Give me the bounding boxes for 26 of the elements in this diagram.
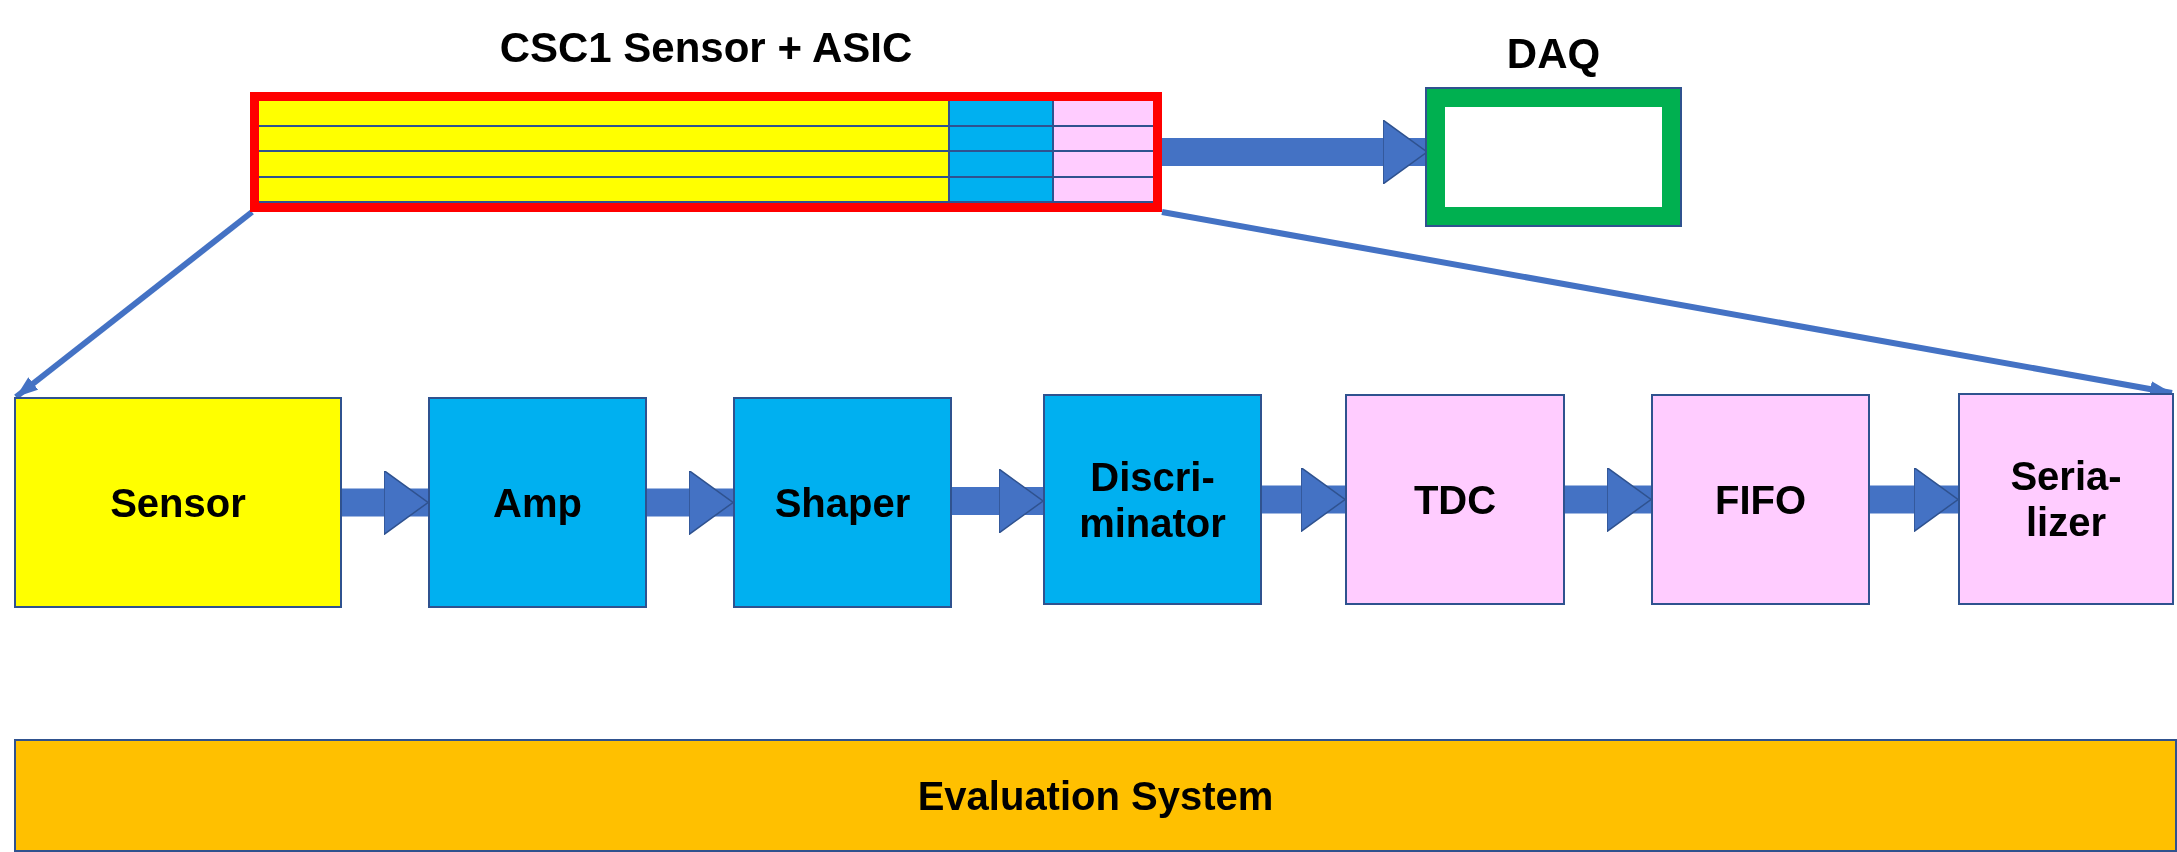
sensor-block bbox=[14, 397, 342, 608]
block-label: Shaper bbox=[773, 479, 912, 526]
block-label: Evaluation System bbox=[916, 772, 1275, 819]
block-arrow bbox=[952, 468, 1044, 534]
block-label: Seria- lizer bbox=[2009, 453, 2123, 545]
block-arrow bbox=[342, 469, 429, 536]
block-arrow bbox=[1870, 466, 1959, 533]
process-block bbox=[428, 397, 647, 608]
block-arrow bbox=[647, 469, 734, 536]
process-block bbox=[733, 397, 952, 608]
block-arrow bbox=[1262, 466, 1346, 533]
block-arrow bbox=[1565, 466, 1652, 533]
block-label: Amp bbox=[492, 479, 583, 526]
block-arrow bbox=[1162, 119, 1428, 185]
block-title: CSC1 Sensor + ASIC bbox=[499, 23, 913, 73]
block-label: Sensor bbox=[109, 479, 247, 526]
block-label: FIFO bbox=[1713, 476, 1808, 523]
system-bar bbox=[14, 739, 2177, 852]
block-label: TDC bbox=[1412, 476, 1498, 523]
process-block bbox=[1651, 394, 1870, 605]
process-block bbox=[1958, 393, 2174, 605]
block-title: DAQ bbox=[1506, 29, 1601, 79]
process-block bbox=[1043, 394, 1262, 605]
process-block bbox=[1345, 394, 1565, 605]
block-label: Discri- minator bbox=[1078, 453, 1227, 546]
arrow bbox=[14, 209, 254, 400]
